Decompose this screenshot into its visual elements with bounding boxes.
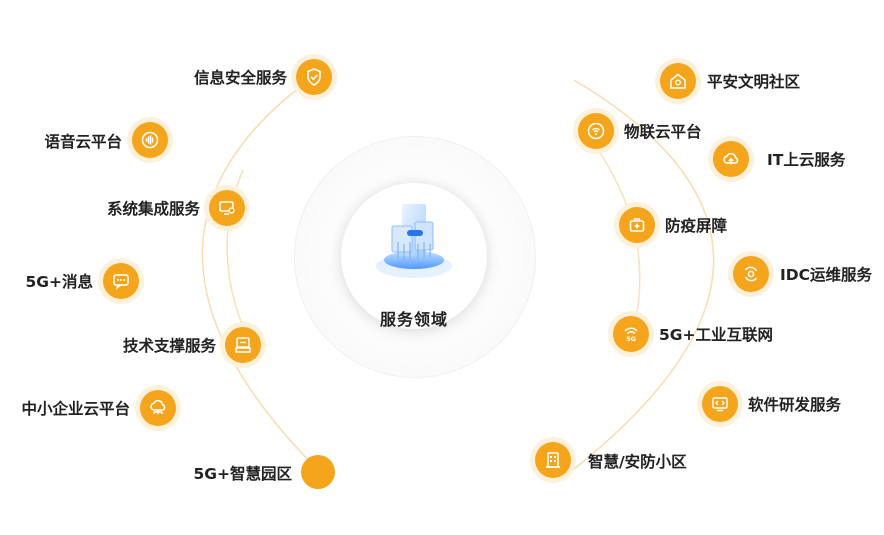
right-label-5g-industrial-internet: 5G+工业互联网 xyxy=(659,326,773,344)
server-platform-illustration xyxy=(373,196,455,290)
community-home-icon[interactable] xyxy=(660,63,696,99)
right-label-smart-security-community: 智慧/安防小区 xyxy=(588,453,687,471)
code-monitor-icon[interactable] xyxy=(702,386,738,422)
cloud-upload-icon[interactable] xyxy=(713,141,749,177)
svg-text:5G: 5G xyxy=(626,335,636,343)
left-label-5g-message: 5G+消息 xyxy=(25,273,94,291)
cycle-gear-icon[interactable] xyxy=(733,256,769,292)
left-label-voice-cloud: 语音云平台 xyxy=(44,133,122,151)
smart-park-node[interactable] xyxy=(301,455,335,489)
left-label-sme-cloud: 中小企业云平台 xyxy=(21,400,130,418)
chat-bubble-icon[interactable] xyxy=(103,263,139,299)
cloud-network-icon[interactable] xyxy=(140,390,176,426)
monitor-settings-icon[interactable] xyxy=(209,190,245,226)
left-label-info-security: 信息安全服务 xyxy=(193,69,287,87)
right-label-epidemic-barrier: 防疫屏障 xyxy=(665,217,728,235)
right-label-idc-ops: IDC运维服务 xyxy=(780,266,873,284)
medical-kit-icon[interactable] xyxy=(619,207,655,243)
right-label-software-dev: 软件研发服务 xyxy=(748,396,842,414)
sound-wave-icon[interactable] xyxy=(132,122,168,158)
5g-signal-icon[interactable]: 5G xyxy=(613,316,649,352)
left-label-system-integration: 系统集成服务 xyxy=(106,200,200,218)
center-title: 服务领域 xyxy=(379,310,448,329)
right-label-safe-community: 平安文明社区 xyxy=(707,73,801,91)
shield-check-icon[interactable] xyxy=(296,59,332,95)
right-label-it-cloud: IT上云服务 xyxy=(767,151,846,169)
support-desk-icon[interactable] xyxy=(225,327,261,363)
iot-signal-icon[interactable] xyxy=(578,113,614,149)
right-label-iot-cloud: 物联云平台 xyxy=(624,123,702,141)
left-label-5g-smart-park: 5G+智慧园区 xyxy=(193,465,293,483)
left-label-tech-support: 技术支撑服务 xyxy=(122,337,216,355)
building-icon[interactable] xyxy=(535,442,571,478)
